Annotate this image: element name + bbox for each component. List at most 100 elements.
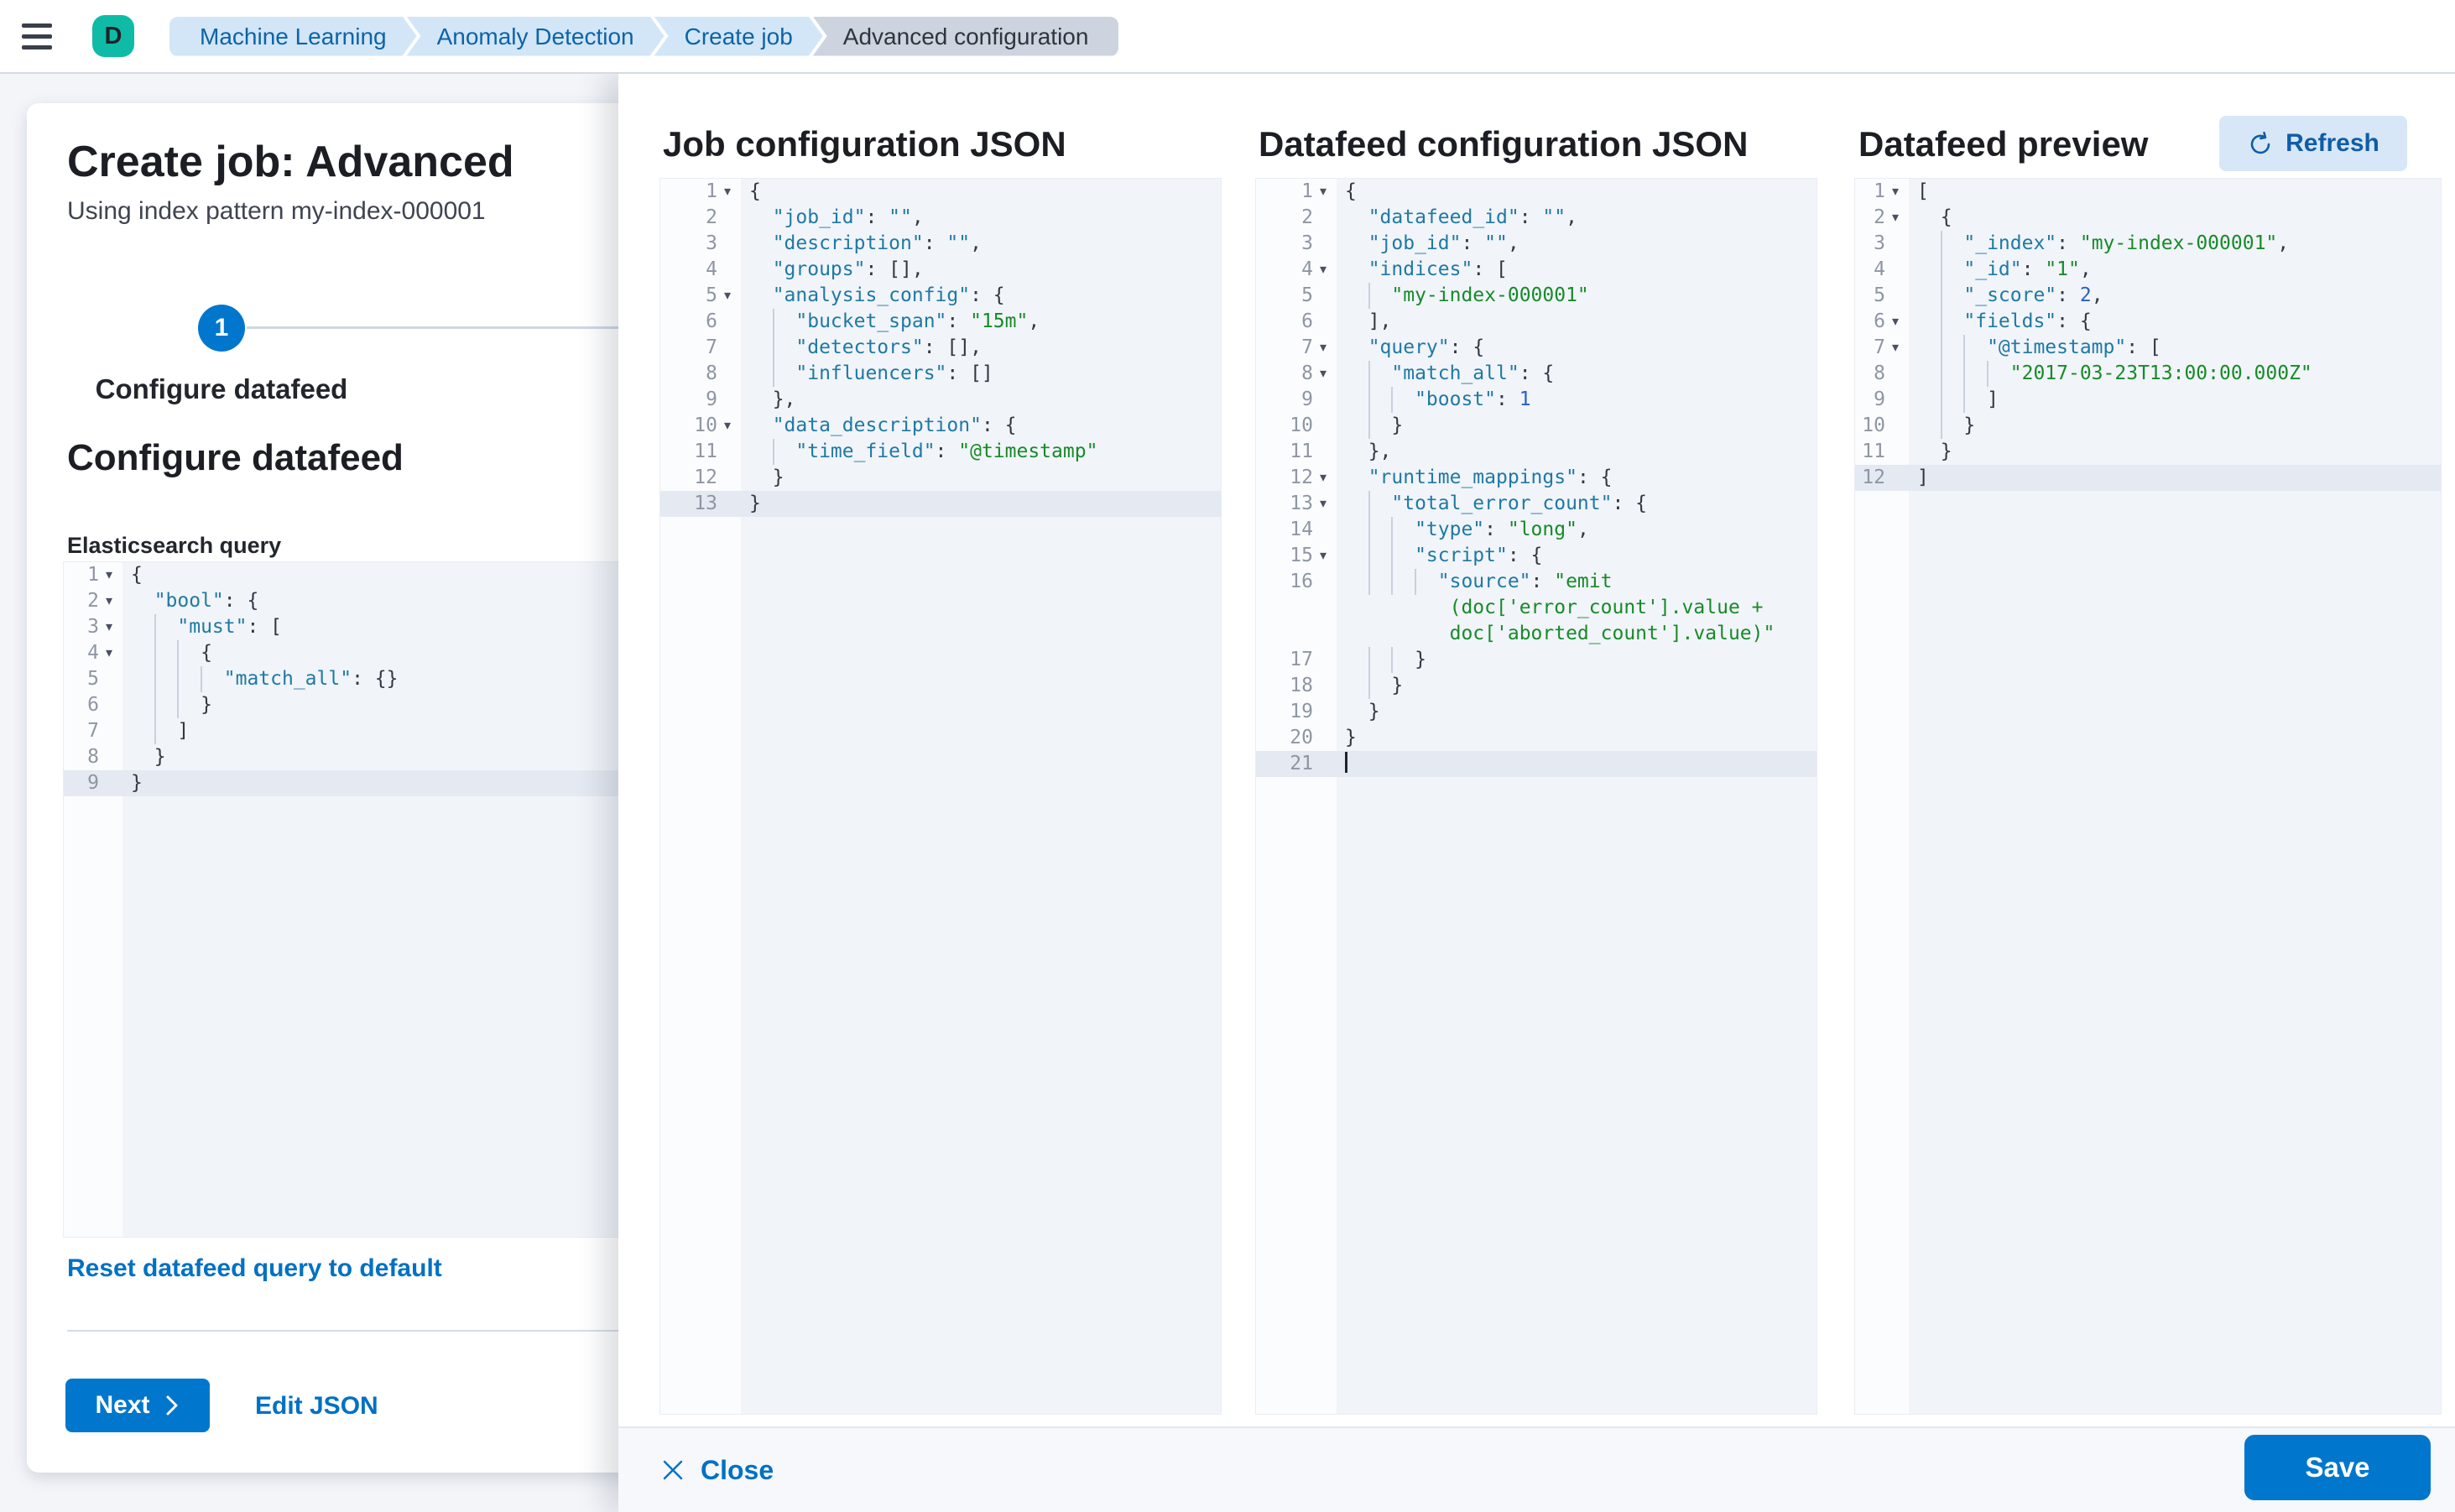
code-line[interactable]: 5"match_all": {} xyxy=(64,666,649,692)
elasticsearch-query-editor[interactable]: 1▾{2▾"bool": {3▾"must": [4▾{5"match_all"… xyxy=(63,561,649,1238)
breadcrumb-item-machine-learning[interactable]: Machine Learning xyxy=(169,17,417,56)
code-line[interactable]: 18} xyxy=(1256,673,1816,699)
fold-toggle-icon[interactable]: ▾ xyxy=(723,289,732,303)
code-line[interactable]: 9}, xyxy=(660,387,1221,413)
save-button[interactable]: Save xyxy=(2244,1435,2431,1500)
code-line[interactable]: 9} xyxy=(64,770,649,796)
code-line[interactable]: 4▾{ xyxy=(64,640,649,666)
code-line[interactable]: 2▾{ xyxy=(1855,205,2441,231)
code-text: } xyxy=(1337,647,1816,673)
code-line[interactable]: (doc['error_count'].value + xyxy=(1256,595,1816,621)
datafeed-preview-editor[interactable]: 1▾[2▾{3"_index": "my-index-000001",4"_id… xyxy=(1854,178,2442,1415)
fold-toggle-icon[interactable]: ▾ xyxy=(105,568,113,582)
fold-toggle-icon[interactable]: ▾ xyxy=(1319,367,1327,381)
refresh-button[interactable]: Refresh xyxy=(2219,116,2407,171)
code-line[interactable]: 12▾"runtime_mappings": { xyxy=(1256,465,1816,491)
menu-icon[interactable] xyxy=(7,0,67,73)
code-line[interactable]: 19} xyxy=(1256,699,1816,725)
code-line[interactable]: 1▾{ xyxy=(660,179,1221,205)
code-line[interactable]: 3"description": "", xyxy=(660,231,1221,257)
job-configuration-editor[interactable]: 1▾{2"job_id": "",3"description": "",4"gr… xyxy=(659,178,1222,1415)
code-line[interactable]: 8} xyxy=(64,744,649,770)
breadcrumb-item-create-job[interactable]: Create job xyxy=(654,17,823,56)
fold-toggle-icon[interactable]: ▾ xyxy=(1319,497,1327,511)
code-line[interactable]: 8"2017-03-23T13:00:00.000Z" xyxy=(1855,361,2441,387)
fold-toggle-icon[interactable]: ▾ xyxy=(1319,471,1327,485)
fold-toggle-icon[interactable]: ▾ xyxy=(1319,185,1327,199)
code-line[interactable]: 10▾"data_description": { xyxy=(660,413,1221,439)
avatar[interactable]: D xyxy=(92,15,134,57)
code-line[interactable]: 4▾"indices": [ xyxy=(1256,257,1816,283)
code-line[interactable]: 3"job_id": "", xyxy=(1256,231,1816,257)
fold-toggle-icon[interactable]: ▾ xyxy=(1891,341,1900,355)
line-number: 16 xyxy=(1290,571,1313,592)
code-line[interactable]: 10} xyxy=(1256,413,1816,439)
fold-toggle-icon[interactable]: ▾ xyxy=(723,185,732,199)
code-line[interactable]: 11}, xyxy=(1256,439,1816,465)
code-line[interactable]: 7"detectors": [], xyxy=(660,335,1221,361)
next-button[interactable]: Next xyxy=(65,1379,210,1432)
fold-toggle-icon[interactable]: ▾ xyxy=(1891,315,1900,329)
code-line[interactable]: 15▾"script": { xyxy=(1256,543,1816,569)
code-line[interactable]: 1▾[ xyxy=(1855,179,2441,205)
code-line[interactable]: 16"source": "emit xyxy=(1256,569,1816,595)
code-text: "total_error_count": { xyxy=(1337,491,1816,517)
fold-toggle-icon[interactable]: ▾ xyxy=(723,419,732,433)
code-line[interactable]: 3▾"must": [ xyxy=(64,614,649,640)
code-line[interactable]: 3"_index": "my-index-000001", xyxy=(1855,231,2441,257)
datafeed-configuration-editor[interactable]: 1▾{2"datafeed_id": "",3"job_id": "",4▾"i… xyxy=(1255,178,1817,1415)
code-line[interactable]: 9"boost": 1 xyxy=(1256,387,1816,413)
code-text: }, xyxy=(1368,441,1392,462)
fold-toggle-icon[interactable]: ▾ xyxy=(1319,549,1327,563)
code-line[interactable]: 5"my-index-000001" xyxy=(1256,283,1816,309)
close-button[interactable]: Close xyxy=(660,1428,774,1512)
fold-toggle-icon[interactable]: ▾ xyxy=(105,594,113,608)
code-line[interactable]: 8"influencers": [] xyxy=(660,361,1221,387)
code-line[interactable]: 6} xyxy=(64,692,649,718)
code-line[interactable]: 2"datafeed_id": "", xyxy=(1256,205,1816,231)
code-line[interactable]: 5"_score": 2, xyxy=(1855,283,2441,309)
code-text: "fields": { xyxy=(1909,309,2441,335)
code-line[interactable]: 7▾"@timestamp": [ xyxy=(1855,335,2441,361)
code-line[interactable]: 12] xyxy=(1855,465,2441,491)
code-line[interactable]: 20} xyxy=(1256,725,1816,751)
code-line[interactable]: 7] xyxy=(64,718,649,744)
code-line[interactable]: 6], xyxy=(1256,309,1816,335)
gutter: 11 xyxy=(660,439,741,465)
code-line[interactable]: 9] xyxy=(1855,387,2441,413)
fold-toggle-icon[interactable]: ▾ xyxy=(1319,341,1327,355)
code-line[interactable]: 17} xyxy=(1256,647,1816,673)
code-line[interactable]: 5▾"analysis_config": { xyxy=(660,283,1221,309)
breadcrumb-item-anomaly-detection[interactable]: Anomaly Detection xyxy=(407,17,665,56)
code-line[interactable]: 1▾{ xyxy=(64,562,649,588)
code-line[interactable]: 21 xyxy=(1256,751,1816,777)
datafeed-preview-title: Datafeed preview xyxy=(1858,124,2149,164)
fold-toggle-icon[interactable]: ▾ xyxy=(105,620,113,634)
gutter: 8 xyxy=(64,744,122,770)
code-line[interactable]: 1▾{ xyxy=(1256,179,1816,205)
fold-toggle-icon[interactable]: ▾ xyxy=(1891,211,1900,225)
code-line[interactable]: doc['aborted_count'].value)" xyxy=(1256,621,1816,647)
reset-datafeed-query-link[interactable]: Reset datafeed query to default xyxy=(67,1254,442,1282)
code-line[interactable]: 2▾"bool": { xyxy=(64,588,649,614)
code-line[interactable]: 11} xyxy=(1855,439,2441,465)
fold-toggle-icon[interactable]: ▾ xyxy=(1891,185,1900,199)
code-line[interactable]: 6"bucket_span": "15m", xyxy=(660,309,1221,335)
fold-toggle-icon[interactable]: ▾ xyxy=(105,646,113,660)
code-line[interactable]: 4"groups": [], xyxy=(660,257,1221,283)
code-line[interactable]: 13▾"total_error_count": { xyxy=(1256,491,1816,517)
code-line[interactable]: 14"type": "long", xyxy=(1256,517,1816,543)
code-line[interactable]: 10} xyxy=(1855,413,2441,439)
code-line[interactable]: 13} xyxy=(660,491,1221,517)
code-line[interactable]: 4"_id": "1", xyxy=(1855,257,2441,283)
code-line[interactable]: 2"job_id": "", xyxy=(660,205,1221,231)
code-line[interactable]: 7▾"query": { xyxy=(1256,335,1816,361)
code-line[interactable]: 11"time_field": "@timestamp" xyxy=(660,439,1221,465)
code-line[interactable]: 12} xyxy=(660,465,1221,491)
code-line[interactable]: 6▾"fields": { xyxy=(1855,309,2441,335)
code-text: } xyxy=(154,746,166,768)
fold-toggle-icon[interactable]: ▾ xyxy=(1319,263,1327,277)
edit-json-link[interactable]: Edit JSON xyxy=(255,1392,378,1420)
code-line[interactable]: 8▾"match_all": { xyxy=(1256,361,1816,387)
step-1-indicator[interactable]: 1 xyxy=(198,305,245,352)
